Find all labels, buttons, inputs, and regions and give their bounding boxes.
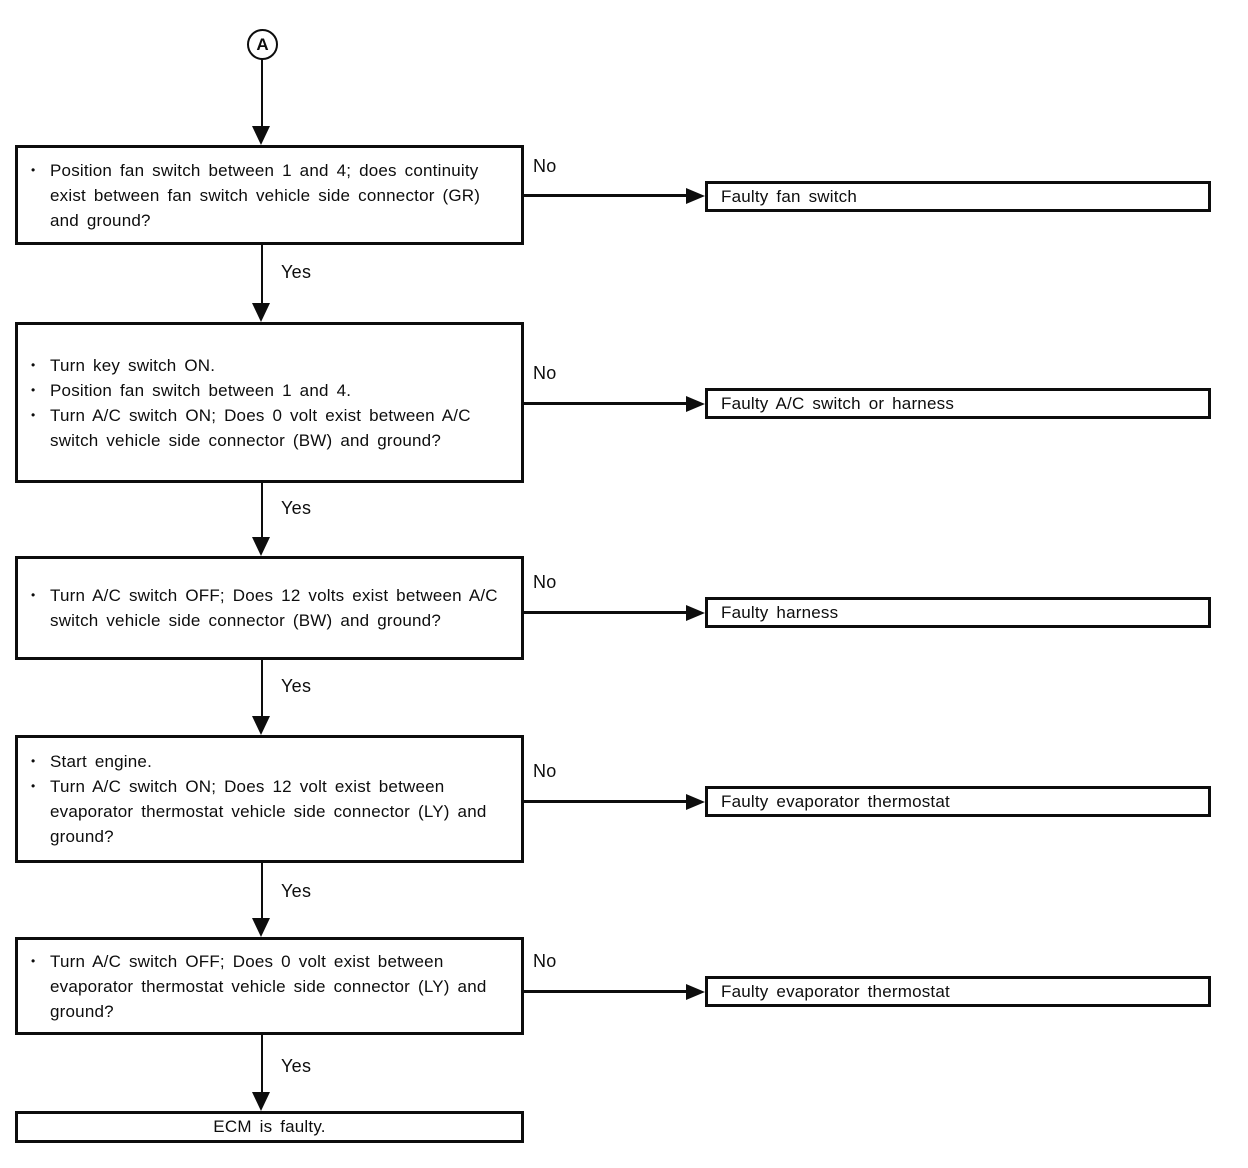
arrow-down-icon: [252, 716, 270, 735]
decision-box-4: • Start engine. • Turn A/C switch ON; Do…: [15, 735, 524, 863]
no-label-2: No: [533, 363, 557, 383]
bullet-marker: •: [31, 357, 36, 372]
arrow-down-icon: [252, 537, 270, 556]
connector-circle: A: [247, 29, 278, 60]
yes-label-4: Yes: [281, 881, 312, 901]
arrow-down-icon: [252, 1092, 270, 1111]
flow-line-horizontal: [523, 194, 687, 197]
decision-text: Turn A/C switch ON; Does 12 volt exist b…: [50, 777, 487, 846]
arrow-down-icon: [252, 918, 270, 937]
fault-label: Faulty evaporator thermostat: [721, 981, 950, 1001]
flow-line-vertical: [261, 483, 263, 538]
flow-line-horizontal: [523, 800, 687, 803]
decision-text: Turn key switch ON.: [50, 355, 216, 375]
arrow-right-icon: [686, 188, 705, 204]
decision-text: Start engine.: [50, 752, 152, 771]
flow-line-vertical: [261, 245, 263, 305]
yes-label-1: Yes: [281, 262, 312, 282]
final-label: ECM is faulty.: [213, 1117, 326, 1136]
bullet-marker: •: [31, 953, 36, 968]
fault-box-1: Faulty fan switch: [705, 181, 1211, 212]
no-label-3: No: [533, 572, 557, 592]
connector-label: A: [256, 34, 269, 54]
arrow-right-icon: [686, 396, 705, 412]
yes-label-3: Yes: [281, 676, 312, 696]
fault-box-3: Faulty harness: [705, 597, 1211, 628]
bullet-marker: •: [31, 588, 36, 602]
no-label-1: No: [533, 156, 557, 176]
no-label-4: No: [533, 761, 557, 781]
yes-label-2: Yes: [281, 498, 312, 518]
fault-box-5: Faulty evaporator thermostat: [705, 976, 1211, 1007]
decision-box-1: • Position fan switch between 1 and 4; d…: [15, 145, 524, 245]
fault-label: Faulty harness: [721, 602, 839, 622]
flow-line-horizontal: [523, 402, 687, 405]
arrow-down-icon: [252, 126, 270, 145]
fault-box-2: Faulty A/C switch or harness: [705, 388, 1211, 419]
flow-line-vertical: [261, 863, 263, 918]
bullet-marker: •: [31, 779, 36, 793]
decision-box-5: • Turn A/C switch OFF; Does 0 volt exist…: [15, 937, 524, 1035]
decision-text: Turn A/C switch OFF; Does 0 volt exist b…: [50, 951, 487, 1021]
fault-label: Faulty evaporator thermostat: [721, 791, 950, 811]
arrow-down-icon: [252, 303, 270, 322]
bullet-marker: •: [31, 382, 36, 397]
arrow-right-icon: [686, 984, 705, 1000]
flow-line-vertical: [261, 58, 263, 126]
decision-box-3: • Turn A/C switch OFF; Does 12 volts exi…: [15, 556, 524, 660]
decision-box-2: • Turn key switch ON. • Position fan swi…: [15, 322, 524, 483]
flow-line-horizontal: [523, 990, 687, 993]
decision-text: Position fan switch between 1 and 4.: [50, 380, 352, 400]
arrow-right-icon: [686, 794, 705, 810]
bullet-marker: •: [31, 407, 36, 422]
fault-box-4: Faulty evaporator thermostat: [705, 786, 1211, 817]
final-box: ECM is faulty.: [15, 1111, 524, 1143]
flow-line-horizontal: [523, 611, 687, 614]
decision-text: Turn A/C switch ON; Does 0 volt exist be…: [50, 405, 471, 450]
bullet-marker: •: [31, 754, 36, 768]
decision-text: Turn A/C switch OFF; Does 12 volts exist…: [50, 586, 498, 630]
decision-text: Position fan switch between 1 and 4; doe…: [50, 160, 481, 230]
yes-label-5: Yes: [281, 1056, 312, 1076]
bullet-marker: •: [31, 162, 36, 177]
flow-line-vertical: [261, 1035, 263, 1092]
flow-line-vertical: [261, 660, 263, 717]
no-label-5: No: [533, 951, 557, 971]
fault-label: Faulty A/C switch or harness: [721, 393, 955, 413]
arrow-right-icon: [686, 605, 705, 621]
fault-label: Faulty fan switch: [721, 186, 858, 206]
